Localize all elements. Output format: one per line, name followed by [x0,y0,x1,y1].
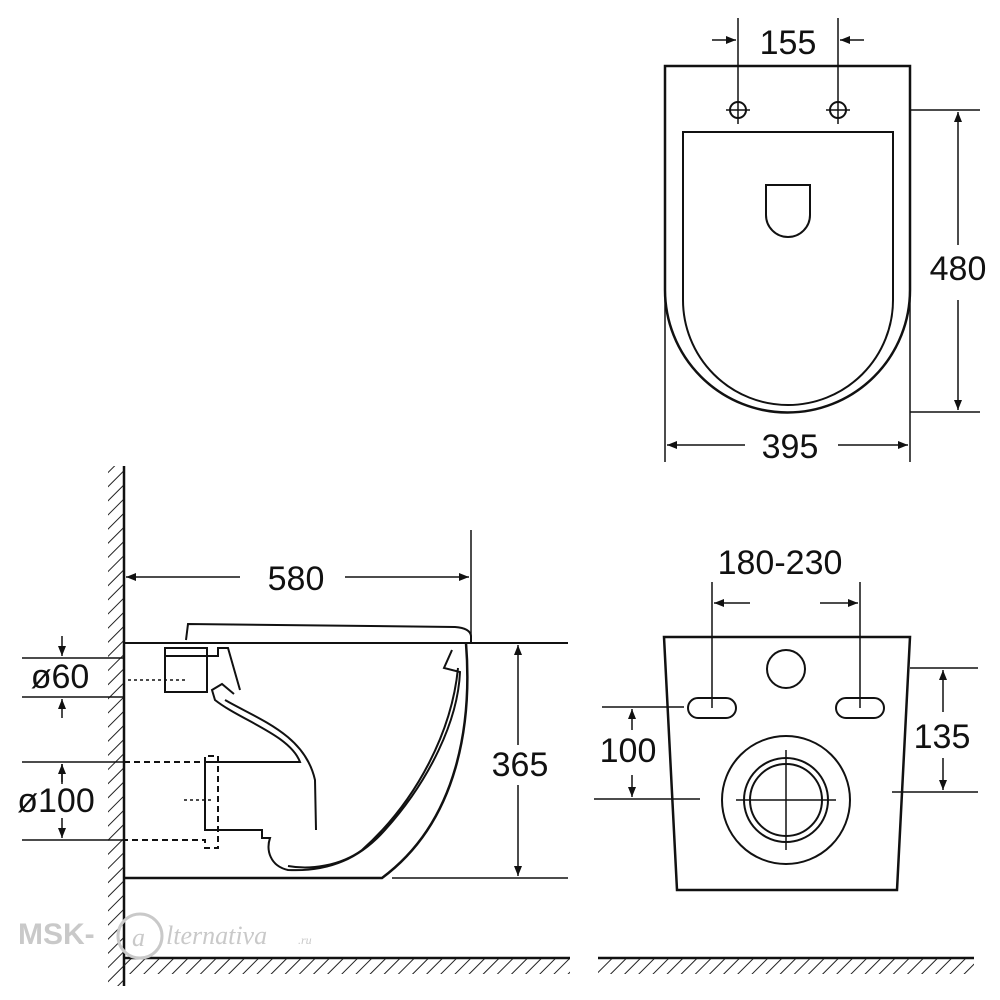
rear-view-outline [662,635,912,892]
bolt-spacing-label: 155 [760,24,817,62]
side-view [22,466,568,986]
bolt-hole-right [826,18,850,124]
watermark-brand: MSK- [18,918,95,951]
watermark-domain: .ru [298,933,312,947]
bolt-hole-left [726,18,750,124]
top-view-outer-outline [663,64,912,414]
inlet-fitting [164,647,208,693]
bracket-spacing-label: 180-230 [718,544,843,582]
water-inlet-hole [766,649,806,689]
top-view-bowl-outline [682,131,894,406]
bracket-height-label: 135 [914,718,971,756]
trapway-inner [224,699,317,831]
seat-lid [185,622,472,642]
rear-view [594,582,978,974]
svg-text:a: a [132,923,145,952]
wall-hatch [108,466,124,986]
floor-hatch [598,958,974,974]
bowl-trapway [204,649,462,872]
outlet-pipe-dashed [124,755,219,849]
outlet-flange [721,735,851,865]
watermark: MSK- a lternativa .ru [18,912,312,960]
outlet-diameter-label: ø100 [17,782,95,820]
depth-label: 480 [930,250,987,288]
top-view [663,18,980,462]
length-label: 580 [268,560,325,598]
width-label: 395 [762,428,819,466]
outlet-height-label: 100 [600,732,657,770]
inlet-diameter-label: ø60 [31,658,90,696]
watermark-brand-tail: lternativa [166,921,267,950]
top-view-flush-outlet [765,184,811,238]
side-floor-hatch [124,958,570,974]
bowl-outer-profile [124,642,469,880]
height-label: 365 [492,746,549,784]
